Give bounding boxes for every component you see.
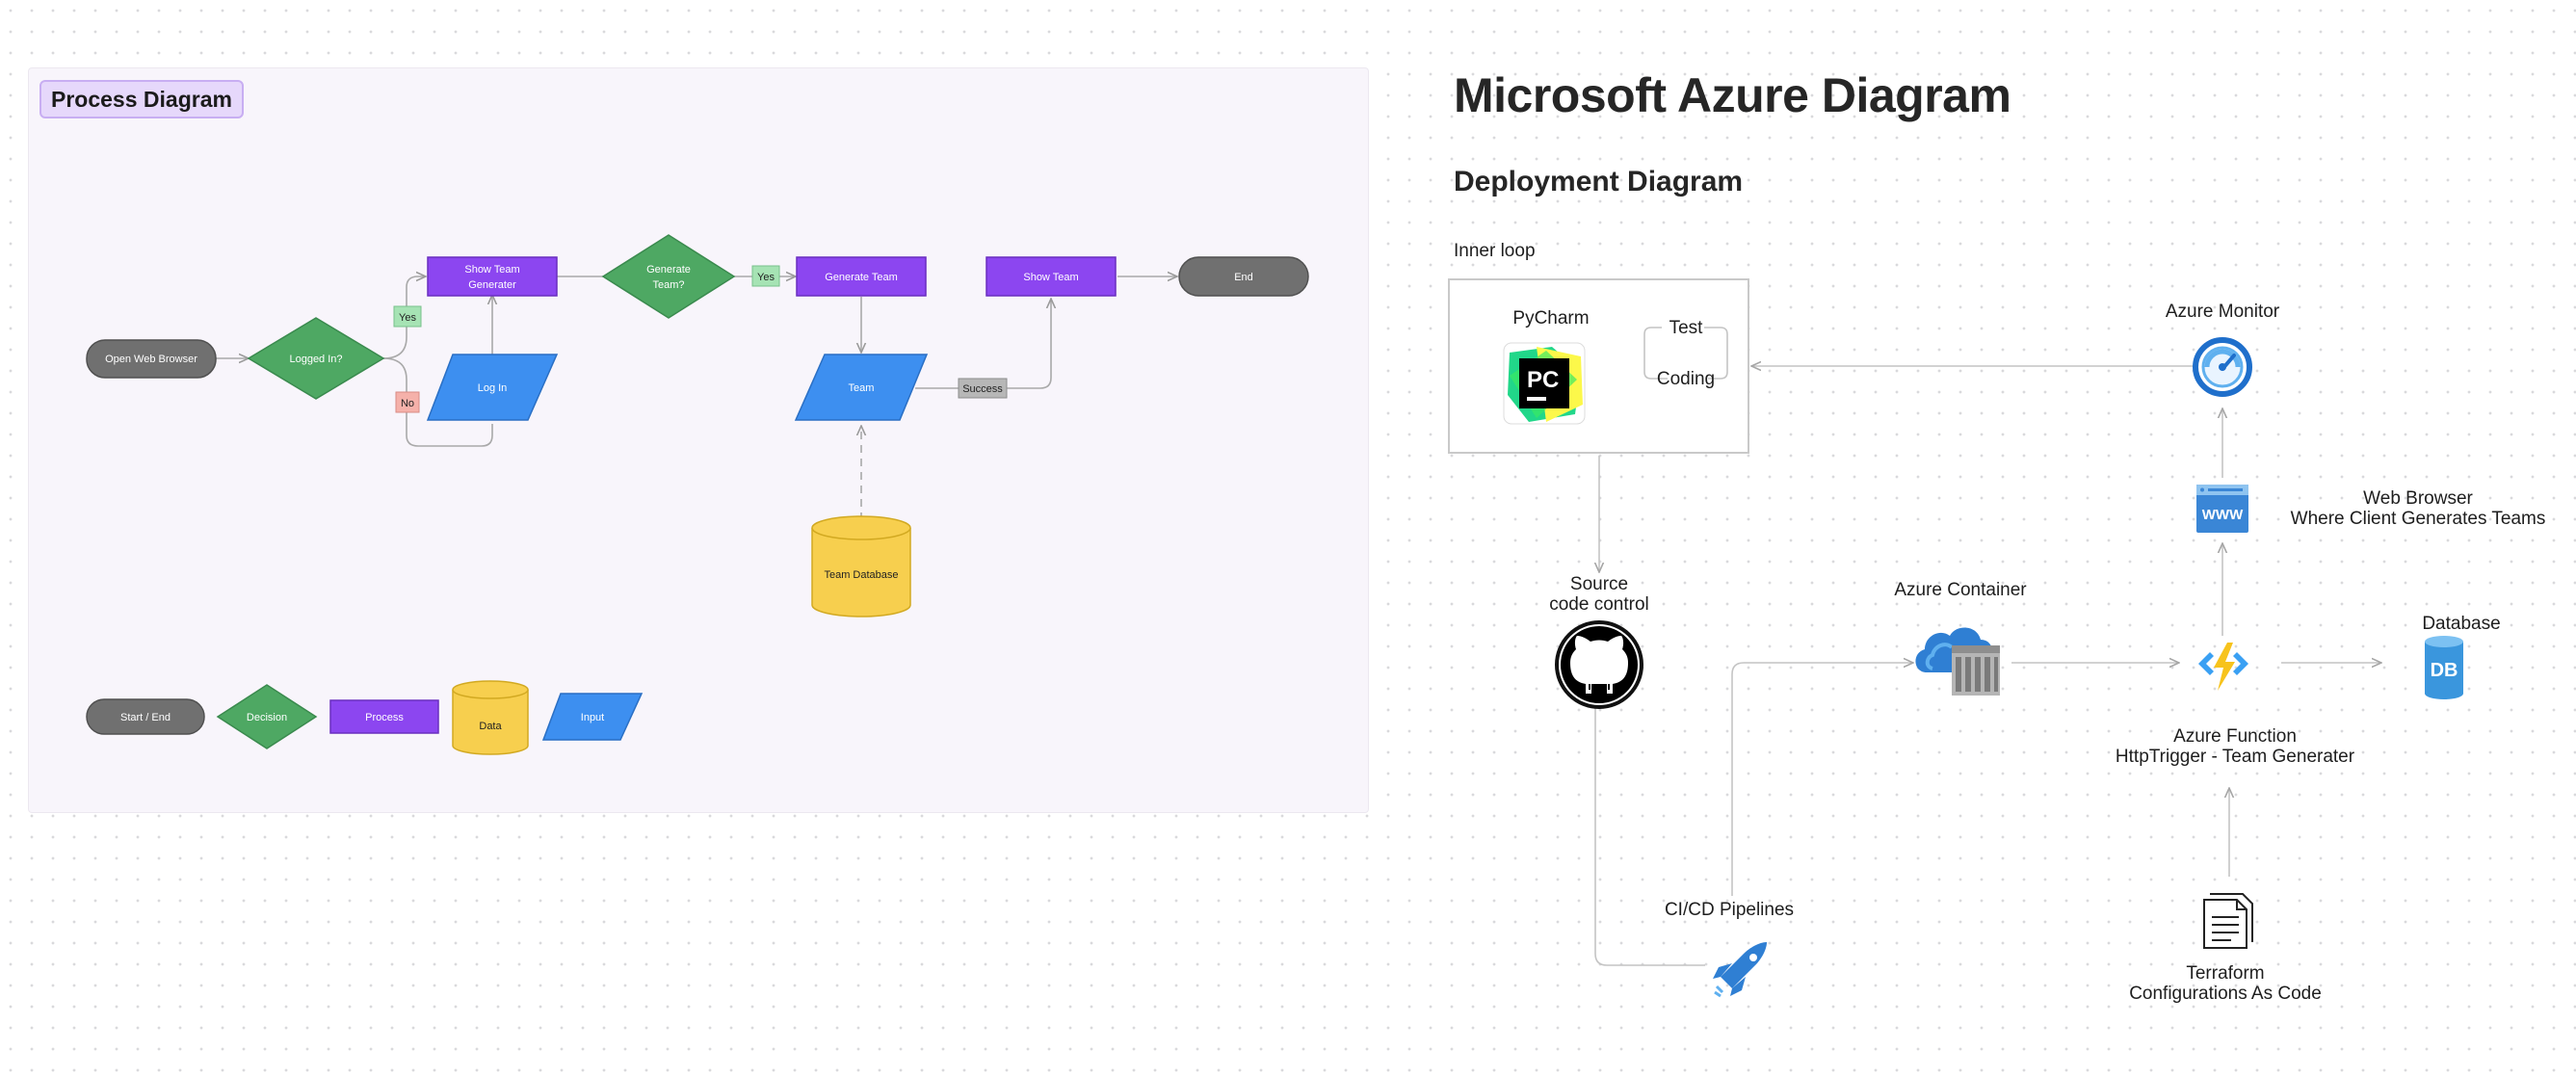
show-team-generator-label-2: Generater [468, 279, 516, 291]
azure-diagram-canvas: PC WWW [1503, 327, 2463, 998]
inner-loop-box [1448, 278, 1749, 454]
badge-no-login [395, 391, 420, 413]
edge-cicd-to-container [1731, 663, 1913, 896]
show-team-label: Show Team [1023, 272, 1078, 283]
database-icon: DB [2425, 636, 2463, 699]
edge-source-to-cicd [1594, 708, 1705, 966]
terraform-label-line1: Terraform [2186, 963, 2265, 984]
source-control-label: Source code control [1532, 574, 1667, 615]
web-browser-icon-text: WWW [2202, 507, 2244, 523]
azure-monitor-icon [2193, 337, 2252, 397]
legend-start-end-shape [86, 698, 205, 735]
process-diagram-title: Process Diagram [39, 80, 244, 118]
end-label: End [1234, 272, 1253, 283]
generate-team-q-label-1: Generate [646, 264, 691, 276]
azure-function-icon [2198, 643, 2248, 691]
edge-no-to-login [382, 357, 493, 447]
legend-input-shape [541, 693, 644, 741]
node-team-database [811, 515, 911, 617]
log-in-label: Log In [478, 382, 508, 394]
azure-container-label: Azure Container [1894, 580, 2027, 600]
azure-diagram-title: Microsoft Azure Diagram [1454, 68, 2011, 122]
terraform-document-icon [2203, 893, 2253, 949]
open-web-browser-label: Open Web Browser [105, 354, 197, 365]
azure-function-label-line2: HttpTrigger - Team Generater [2115, 747, 2355, 767]
node-generate-team [796, 256, 927, 297]
edge-yes-to-show-generator [382, 276, 426, 359]
terraform-label-line2: Configurations As Code [2129, 984, 2322, 1004]
test-label: Test [1669, 318, 1703, 338]
pycharm-icon: PC [1503, 342, 1586, 425]
edge-coding-test-loop [1643, 327, 1728, 380]
cicd-pipelines-icon [1713, 942, 1767, 998]
legend-input-label: Input [581, 712, 604, 723]
generate-team-label: Generate Team [825, 272, 898, 283]
badge-no-login-text: No [401, 398, 414, 409]
legend-decision-label: Decision [247, 712, 287, 723]
deployment-diagram-subtitle: Deployment Diagram [1454, 166, 1744, 197]
database-label: Database [2422, 614, 2501, 634]
legend-data-label: Data [479, 721, 502, 732]
legend-data-shape [452, 680, 529, 755]
web-browser-icon: WWW [2196, 485, 2248, 533]
database-icon-text: DB [2431, 660, 2458, 681]
badge-yes-generate-text: Yes [757, 272, 775, 283]
node-logged-in-decision [247, 317, 385, 400]
badge-success-text: Success [962, 383, 1003, 395]
node-log-in-input [426, 354, 559, 421]
azure-container-icon [1915, 627, 2000, 696]
badge-yes-login [393, 305, 422, 328]
edge-team-to-show-team [915, 299, 1051, 389]
terraform-label: Terraform Configurations As Code [2081, 963, 2370, 1004]
process-diagram-canvas: Open Web Browser Logged In? Show Team Ge… [86, 234, 1309, 755]
web-browser-label: Web Browser Where Client Generates Teams [2274, 488, 2563, 529]
show-team-generator-label-1: Show Team [464, 264, 519, 276]
logged-in-label: Logged In? [289, 354, 342, 365]
node-open-web-browser [86, 339, 217, 379]
team-database-label: Team Database [824, 569, 898, 581]
legend-start-end-label: Start / End [120, 712, 171, 723]
badge-yes-generate [751, 265, 780, 287]
badge-success [958, 378, 1008, 399]
node-end [1178, 256, 1309, 297]
inner-loop-label: Inner loop [1454, 241, 1536, 261]
process-diagram-frame [28, 67, 1369, 813]
badge-yes-login-text: Yes [399, 312, 416, 324]
azure-function-label-line1: Azure Function [2173, 726, 2297, 747]
team-label: Team [849, 382, 875, 394]
legend-process-shape [329, 699, 439, 734]
pycharm-badge-text: PC [1527, 367, 1559, 393]
web-browser-label-line1: Web Browser [2363, 488, 2473, 509]
azure-monitor-label: Azure Monitor [2165, 302, 2280, 322]
github-icon [1555, 620, 1643, 709]
source-control-label-line1: Source [1569, 574, 1629, 594]
cicd-pipelines-label: CI/CD Pipelines [1664, 900, 1795, 920]
node-generate-team-decision [601, 234, 736, 319]
azure-function-label: Azure Function HttpTrigger - Team Genera… [2081, 726, 2389, 767]
legend-process-label: Process [365, 712, 404, 723]
pycharm-label: PyCharm [1512, 308, 1590, 328]
generate-team-q-label-2: Team? [652, 279, 684, 291]
legend-decision-shape [216, 684, 318, 749]
source-control-label-line2: code control [1549, 594, 1649, 615]
web-browser-label-line2: Where Client Generates Teams [2290, 509, 2546, 529]
node-show-team [986, 256, 1117, 297]
coding-label: Coding [1656, 369, 1716, 389]
node-team-input [794, 354, 929, 421]
node-show-team-generator [427, 256, 558, 297]
